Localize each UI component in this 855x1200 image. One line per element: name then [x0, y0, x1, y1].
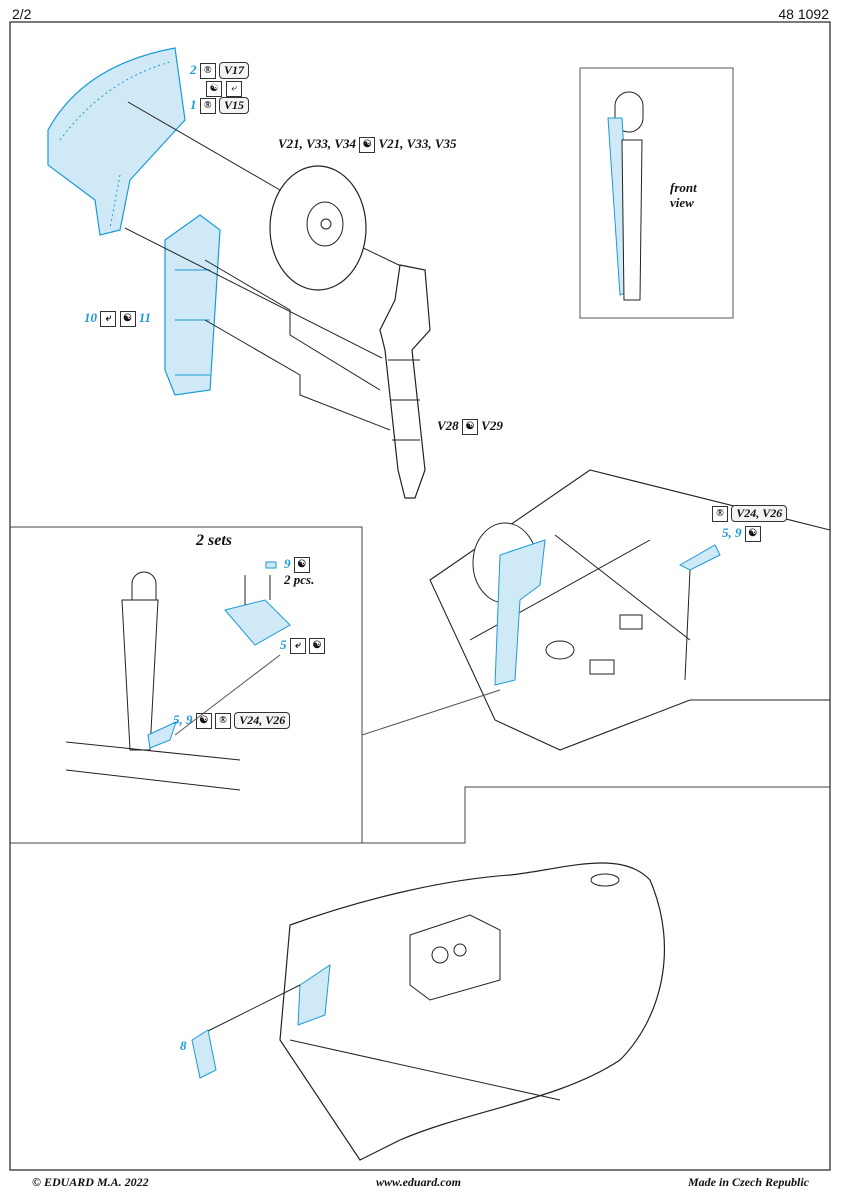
ref-v17: V17 [219, 62, 250, 79]
wing-gear-door [494, 539, 546, 686]
part-number-5: 5 [280, 637, 287, 652]
yinyang-icon: ☯ [744, 526, 761, 543]
yinyang-icon: ☯ [119, 311, 136, 328]
ref-v29: V29 [481, 418, 503, 433]
etch-r-icon: ® [712, 506, 728, 523]
pieces-label: 2 pcs. [284, 572, 315, 587]
detail-strut [121, 599, 159, 751]
sets-label: 2 sets [196, 532, 232, 549]
front-view-label-2: view [670, 195, 694, 210]
gear-door-part [47, 47, 186, 236]
front-view-label-1: front [670, 180, 697, 195]
copyright: © EDUARD M.A. 2022 [32, 1175, 149, 1189]
strut-bracket-part [164, 214, 221, 396]
section-divider [10, 526, 830, 844]
made-in: Made in Czech Republic [688, 1175, 810, 1189]
sets-cover-part [224, 599, 291, 646]
fold-icon: ⤶ [226, 81, 242, 98]
oleo-strut [379, 264, 431, 499]
wheel-parts-label-b: V21, V33, V35 [378, 136, 457, 151]
door-rivets [59, 61, 171, 141]
page-number: 2/2 [12, 6, 32, 22]
yinyang-icon: ☯ [195, 713, 212, 730]
fold-icon: ⤶ [100, 311, 117, 328]
part-number-5-9-left: 5, 9 [173, 712, 193, 727]
etch-r-icon: ® [215, 713, 231, 730]
cockpit-opening [409, 914, 501, 1001]
small-etch-9 [265, 561, 277, 569]
wheel [269, 165, 367, 291]
ref-v28: V28 [437, 418, 459, 433]
detail-cover-part [147, 721, 177, 749]
product-code: 48 1092 [778, 6, 829, 22]
ref-v24-v26-left: V24, V26 [234, 712, 291, 729]
part-number-5-9: 5, 9 [722, 525, 742, 540]
fuselage [279, 862, 666, 1161]
part-8 [191, 1029, 217, 1079]
part-number-11: 11 [138, 310, 152, 325]
yinyang-icon: ☯ [461, 419, 478, 436]
yinyang-icon: ☯ [206, 81, 222, 98]
yinyang-icon: ☯ [359, 137, 376, 154]
etch-r-icon: ® [199, 63, 216, 80]
part-number-1: 1 [190, 97, 197, 112]
part-number-10: 10 [84, 310, 97, 325]
part-number-8: 8 [180, 1038, 187, 1053]
part-number-9: 9 [284, 556, 291, 571]
yinyang-icon: ☯ [309, 638, 325, 655]
cockpit-side-part [297, 963, 331, 1026]
leader-line [127, 101, 281, 191]
yinyang-icon: ☯ [293, 557, 310, 574]
etch-r-icon: ® [199, 98, 216, 115]
ref-v24-v26: V24, V26 [731, 505, 788, 522]
small-cover-part [678, 544, 721, 571]
website: www.eduard.com [376, 1175, 461, 1189]
ref-v15: V15 [219, 97, 250, 114]
part-number-2: 2 [190, 62, 197, 77]
wheel-parts-label-a: V21, V33, V34 [278, 136, 357, 151]
front-view-box [579, 67, 734, 319]
fold-icon: ⤶ [289, 638, 306, 655]
